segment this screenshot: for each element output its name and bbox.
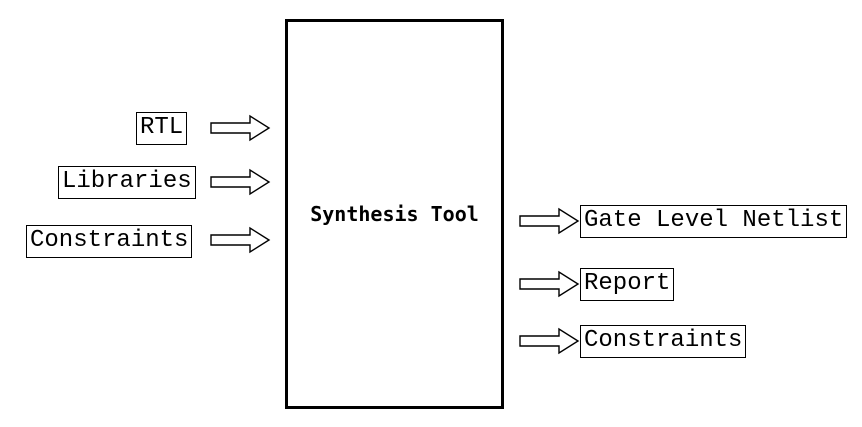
output-report-label: Report: [580, 268, 675, 301]
input-libraries-arrow-icon: [210, 168, 271, 196]
synthesis-tool-label: Synthesis Tool: [310, 202, 479, 226]
input-libraries-label: Libraries: [58, 166, 196, 199]
output-netlist-arrow-icon: [519, 207, 580, 235]
output-constraints-label: Constraints: [580, 325, 747, 358]
input-rtl-label: RTL: [136, 112, 188, 145]
input-constraints-arrow-icon: [210, 226, 271, 254]
output-netlist-label: Gate Level Netlist: [580, 205, 848, 238]
output-constraints-arrow-icon: [519, 327, 580, 355]
input-rtl-arrow-icon: [210, 114, 271, 142]
synthesis-tool-box: Synthesis Tool: [285, 19, 504, 409]
output-report-arrow-icon: [519, 270, 580, 298]
input-constraints-label: Constraints: [26, 225, 193, 258]
